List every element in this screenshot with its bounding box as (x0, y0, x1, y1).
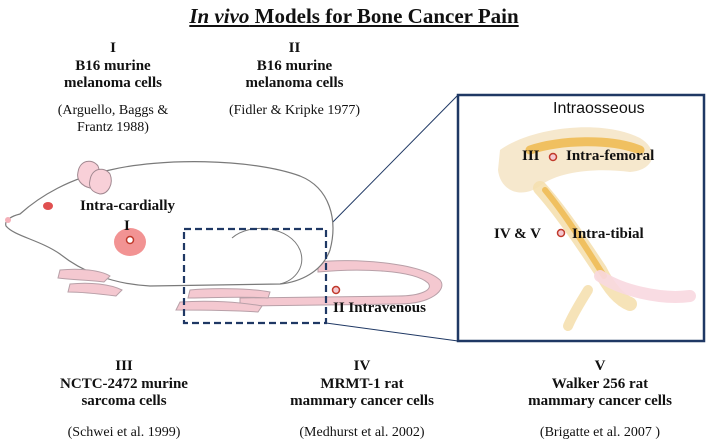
inset-femur-bone (525, 137, 645, 155)
title-italic: In vivo (189, 4, 250, 28)
model-number: II (288, 40, 301, 56)
title-rest: Models for Bone Cancer Pain (249, 4, 519, 28)
model-card-iii: III NCTC-2472 murine sarcoma cells (Schw… (24, 358, 224, 442)
model-card-iv: IV MRMT-1 rat mammary cancer cells (Medh… (262, 358, 462, 442)
intrafemoral-label: Intra-femoral (566, 148, 655, 164)
model-cells-line1: B16 murine (75, 57, 151, 74)
figure-title: In vivo Models for Bone Cancer Pain (0, 4, 708, 29)
model-reference: (Brigatte et al. 2007 ) (539, 425, 661, 441)
model-card-v: V Walker 256 rat mammary cancer cells (B… (500, 358, 700, 442)
rat-eye (43, 202, 53, 210)
intracardial-label: Intra-cardially (80, 198, 175, 214)
intrafemoral-number: III (522, 148, 540, 164)
model-number: I (110, 40, 116, 56)
zoom-box (182, 227, 328, 325)
intravenous-label: II Intravenous (333, 300, 426, 316)
intravenous-marker (331, 285, 341, 295)
model-number: IV (353, 358, 371, 374)
model-cells-line1: NCTC-2472 murine (60, 375, 188, 392)
rat-front-foot (57, 268, 111, 283)
model-cells-line2: mammary cancer cells (290, 393, 434, 410)
model-cells-line2: melanoma cells (64, 75, 162, 92)
rat-hind-foot (187, 288, 271, 299)
rat-ear-front (89, 168, 112, 195)
model-reference-line1: (Fidler & Kripke 1977) (228, 103, 361, 119)
model-cells-line2: mammary cancer cells (528, 393, 672, 410)
model-reference-line1: (Arguello, Baggs & (57, 103, 169, 119)
intratibial-number: IV & V (494, 226, 541, 242)
model-reference: (Schwei et al. 1999) (67, 425, 181, 441)
model-card-i: I B16 murine melanoma cells (Arguello, B… (38, 40, 188, 136)
intracardial-number: I (124, 218, 130, 234)
model-card-ii: II B16 murine melanoma cells (Fidler & K… (212, 40, 377, 120)
intratibial-label: Intra-tibial (572, 226, 644, 242)
model-reference-line2: Frantz 1988) (77, 119, 149, 135)
intratibial-marker (556, 228, 566, 238)
model-number: III (115, 358, 133, 374)
rat-nose (5, 217, 11, 223)
rat-body (5, 161, 334, 287)
model-cells-line2: sarcoma cells (81, 393, 167, 410)
model-cells-line1: B16 murine (256, 57, 333, 74)
model-cells-line1: MRMT-1 rat (320, 375, 404, 392)
inset-title: Intraosseous (553, 100, 645, 117)
connector-line-top (325, 94, 459, 230)
inset-tibia-bone (542, 187, 607, 279)
intracardial-marker (125, 235, 135, 245)
inset-paw (563, 285, 593, 331)
model-cells-line1: Walker 256 rat (551, 375, 649, 392)
model-cells-line2: melanoma cells (245, 75, 344, 92)
intrafemoral-marker (548, 152, 558, 162)
rat-front-foot-2 (67, 282, 123, 297)
rat-hind-foot-2 (175, 300, 263, 313)
model-reference: (Medhurst et al. 2002) (299, 425, 425, 441)
inset-foot (594, 270, 696, 303)
connector-line-bottom (325, 322, 459, 342)
model-number: V (594, 358, 606, 374)
